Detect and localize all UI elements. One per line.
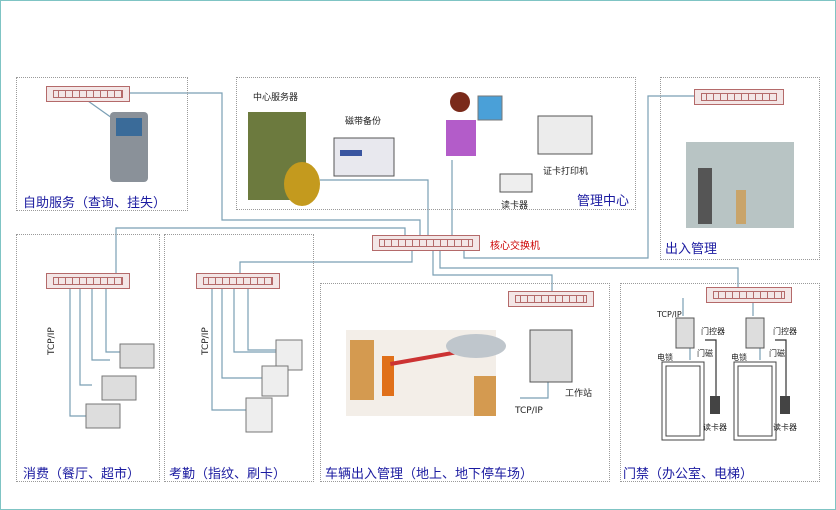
card-printer-icon [537,115,593,155]
workstation-label: 工作站 [565,389,593,399]
panel-title: 管理中心 [577,194,630,209]
printer-label: 证卡打印机 [543,167,589,177]
gate-photo-icon [686,142,794,228]
door-icon [661,361,777,441]
kiosk-icon [110,112,148,182]
switch-attendance [196,273,280,289]
panel-title: 门禁（办公室、电梯） [623,467,754,482]
card-reader-icon [499,173,533,193]
line-reader [705,339,787,400]
reader-label: 读卡器 [501,201,529,211]
pos-terminal-icon [85,343,155,429]
protocol-label: TCP/IP [515,406,543,416]
line-attendance [239,250,413,276]
magnet-label: 门磁 [697,349,713,358]
switch-vehicle [508,291,594,307]
panel-management: 管理中心 中心服务器 磁带备份 证卡打印机 读卡器 [236,77,636,211]
parking-photo-icon [346,330,506,416]
core-switch-label: 核心交换机 [490,241,540,252]
attendance-terminal-icon [245,339,303,433]
tape-label: 磁带备份 [345,117,382,127]
controller-label: 门控器 [773,327,797,336]
line-access [439,250,739,289]
line-door [682,298,761,360]
reader-label: 读卡器 [703,423,727,432]
protocol-label: TCP/IP [201,327,211,355]
protocol-label: TCP/IP [47,327,57,355]
panel-access: 门禁（办公室、电梯） TCP/IP 门控器 门控器 门磁 门磁 电锁 电锁 读卡… [620,283,820,482]
panel-entry: 出入管理 [660,77,820,260]
lock-label: 电锁 [657,353,673,362]
protocol-label: TCP/IP [657,310,682,319]
tape-backup-icon [333,137,395,177]
controller-label: 门控器 [701,327,725,336]
panel-self-service: 自助服务（查询、挂失） [16,77,188,211]
operator-icon [446,92,503,156]
core-switch [372,235,480,251]
panel-title: 消费（餐厅、超市） [23,467,141,482]
workstation-icon [529,329,573,383]
line-entry [463,95,695,259]
server-label: 中心服务器 [253,93,299,103]
panel-consumption: 消费（餐厅、超市） TCP/IP [16,234,160,482]
panel-title: 考勤（指纹、刷卡） [169,467,287,482]
switch-consumption [46,273,130,289]
line-workstation [520,380,549,399]
switch-self-service [46,86,130,102]
line-server [320,179,429,236]
panel-vehicle: 车辆出入管理（地上、地下停车场） 工作站 TCP/IP [320,283,610,482]
switch-entry [694,89,784,105]
lock-label: 电锁 [731,353,747,362]
panel-title: 出入管理 [665,242,718,257]
line-self-service [130,92,421,236]
reader-device-icon [710,396,790,414]
server-icon [248,112,320,206]
magnet-label: 门磁 [769,349,785,358]
switch-access [706,287,792,303]
panel-title: 车辆出入管理（地上、地下停车场） [325,467,534,482]
reader-label: 读卡器 [773,423,797,432]
door-controller-icon [675,317,765,349]
line-kiosk [87,100,113,119]
panel-attendance: 考勤（指纹、刷卡） TCP/IP [164,234,314,482]
panel-title: 自助服务（查询、挂失） [23,196,167,211]
line-terminals [211,286,280,411]
line-pos [69,286,122,417]
